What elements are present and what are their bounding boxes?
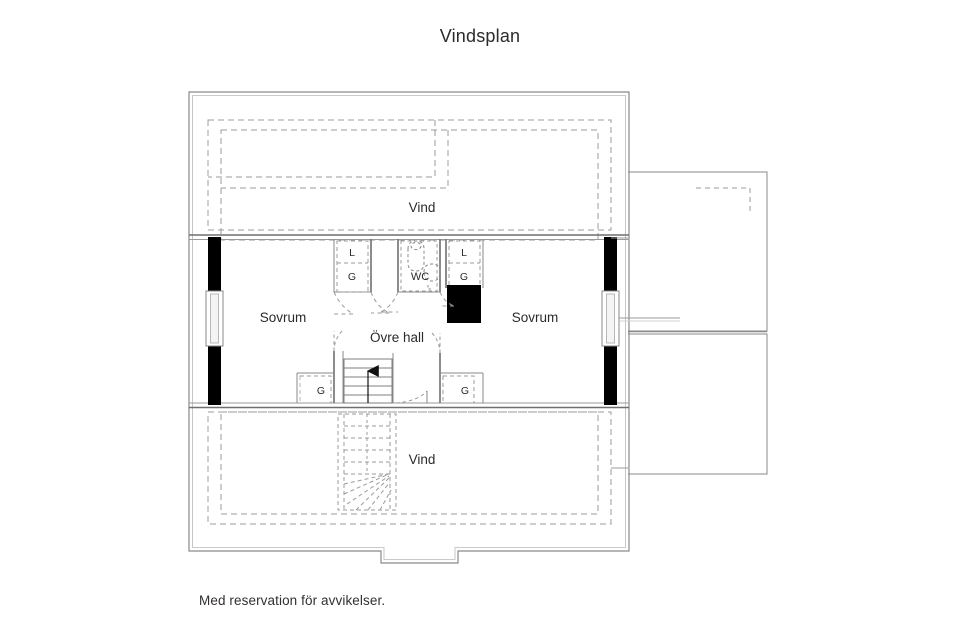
room-label-upper-hall: Övre hall [370,330,424,345]
room-label-bedroom-left: Sovrum [260,310,307,325]
hall-door-swings [333,291,455,315]
closet-label-hall-right-g: G [461,385,469,397]
attic-bottom-roof-lines [207,411,612,525]
hall-lower-door-swings [333,330,441,354]
closet-label-right-g: G [460,271,468,283]
sink-fixture [423,263,441,290]
wall-right-exterior [604,237,617,405]
hall-partitions [296,351,484,403]
room-label-bedroom-right: Sovrum [512,310,559,325]
room-labels: Vind Sovrum Sovrum Övre hall WC Vind [260,200,559,467]
attic-edge-ticks [611,237,628,469]
mid-floor-top-wall [189,234,629,240]
closet-label-right-l: L [461,247,467,259]
wc-room [397,239,441,293]
attic-top-roof-lines [207,119,612,241]
wall-left-exterior [208,237,221,405]
staircase-upper [343,358,393,404]
window-left [205,290,224,347]
building-outline [188,91,630,564]
hall-closet-dashes [299,375,475,404]
closet-labels: L G L G G G [317,247,469,397]
staircase-rails [342,351,394,403]
chimney-block [447,285,481,323]
room-label-attic-bottom: Vind [409,452,436,467]
door-bottom-hall [395,390,428,404]
room-label-wc: WC [411,271,429,283]
closet-label-left-g: G [348,271,356,283]
closet-label-left-l: L [349,247,355,259]
toilet-fixture [407,240,425,272]
mid-floor-bottom-wall [189,402,629,409]
page-title: Vindsplan [439,26,521,46]
window-right [601,290,620,347]
staircase-lower-dashed [337,413,397,511]
disclaimer-text: Med reservation för avvikelser. [199,593,386,608]
room-label-attic-top: Vind [409,200,436,215]
right-wing-annex [628,171,768,475]
closet-label-hall-left-g: G [317,385,325,397]
closet-left [333,239,372,293]
